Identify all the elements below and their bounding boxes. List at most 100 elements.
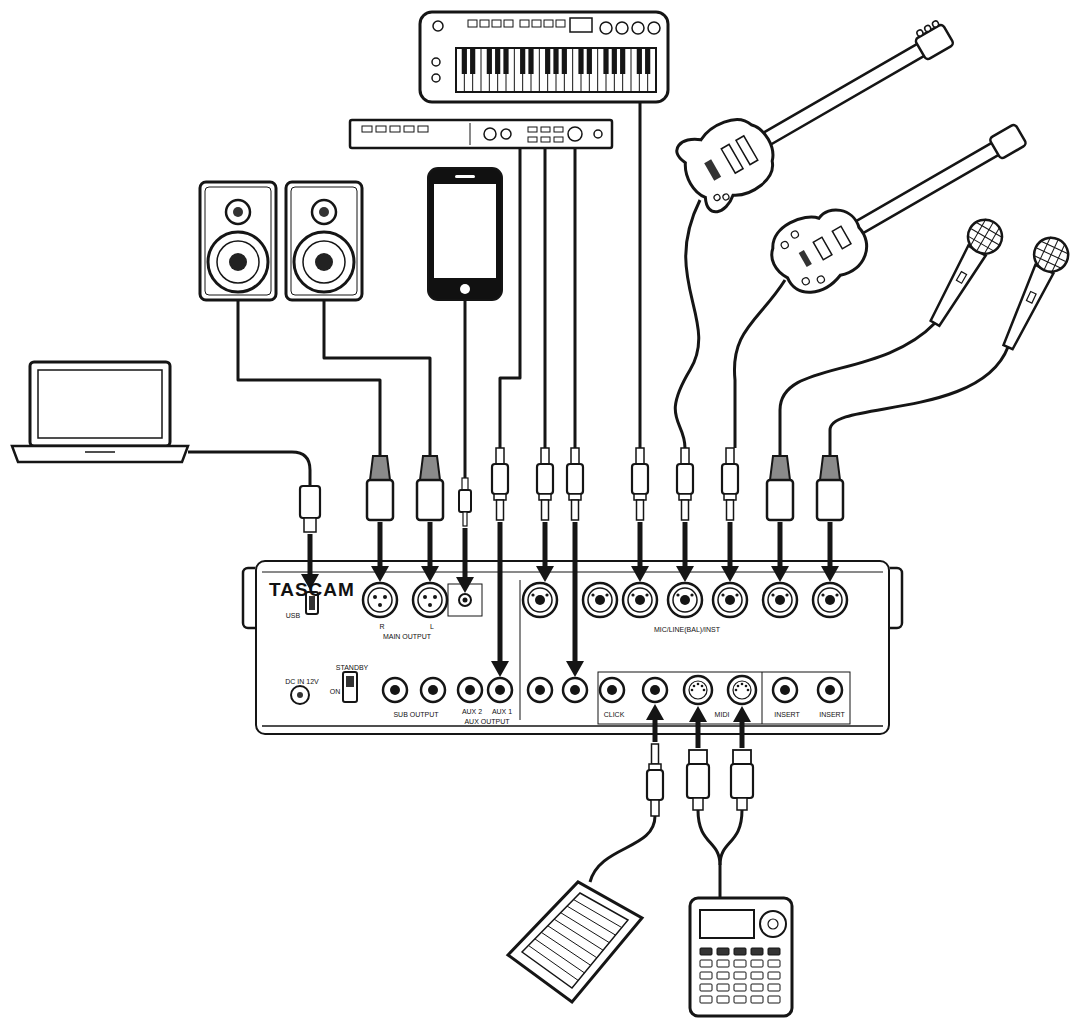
arrow-head (491, 661, 509, 677)
jack-group (598, 672, 850, 724)
arrows (301, 522, 839, 748)
midi-pin (747, 689, 750, 692)
black-key (520, 48, 525, 74)
mic-grille (967, 236, 995, 252)
rack-knob (568, 127, 582, 141)
keyboard-button (492, 20, 501, 27)
xlr-pin (378, 603, 382, 607)
arrow-head (536, 566, 554, 582)
phone-jack-hole (825, 685, 835, 695)
jack-plug-sleeve (727, 500, 734, 520)
black-key (603, 48, 608, 74)
combo-jack-hole (775, 595, 785, 605)
phone-jack (643, 678, 667, 702)
xlr-jack-inner (418, 588, 442, 612)
drum-pad (768, 960, 780, 967)
combo-jack-hole (535, 595, 545, 605)
foot-pedal (508, 882, 642, 1002)
phone-jack-hole (428, 685, 438, 695)
midi-pin (703, 689, 706, 692)
black-key (553, 48, 558, 74)
keyboard-wheel (432, 74, 440, 82)
arrow-head (689, 706, 707, 722)
control-knob (713, 193, 721, 201)
tuning-peg (916, 29, 924, 37)
mic-head (1029, 232, 1074, 277)
drum-pad (700, 948, 712, 955)
power-switch (343, 672, 357, 702)
arrow-head (646, 704, 664, 720)
xlr-plug-boot (820, 456, 840, 480)
xlr-pin (383, 595, 387, 599)
rack-button (362, 126, 372, 132)
white-key (514, 48, 515, 92)
speaker-face (291, 187, 357, 295)
keyboard-wheel (432, 58, 440, 66)
jack-plug (632, 464, 648, 494)
black-key (462, 48, 467, 74)
mini-jack-hole (463, 598, 468, 603)
phone-jack (421, 678, 445, 702)
midi-jack-inner (733, 681, 751, 699)
mic-grille (1037, 248, 1066, 262)
rack-button (390, 126, 400, 132)
xlr-pin (645, 593, 648, 596)
rack-button (418, 126, 428, 132)
drum-pad (768, 948, 780, 955)
jack-plug-sleeve (572, 500, 579, 520)
xlr-plug (767, 480, 793, 520)
phone-jack (488, 678, 512, 702)
control-knob (790, 230, 800, 240)
white-key (572, 48, 573, 92)
combo-jack (623, 583, 657, 617)
cable (188, 452, 310, 486)
xlr-pin (433, 595, 437, 599)
rack-button (554, 127, 563, 132)
cable (544, 148, 547, 448)
cable (464, 300, 467, 478)
arrow-head (733, 706, 751, 722)
keyboard-button (556, 20, 565, 27)
drum-pad (717, 996, 729, 1003)
combo-jack (763, 583, 797, 617)
din-plug-shell (689, 750, 707, 764)
power-rocker (346, 676, 354, 687)
port-label: AUX 2 (462, 708, 482, 715)
drum-pad (751, 948, 763, 955)
jack-plug (722, 464, 738, 494)
din-plug-relief (737, 798, 747, 810)
jack-plug (492, 464, 508, 494)
power-jack-pin (297, 692, 303, 698)
tweeter-dome (319, 207, 329, 217)
control-knob (722, 193, 730, 201)
control-knob (801, 277, 811, 287)
laptop-screen (30, 362, 170, 446)
black-key (645, 48, 650, 74)
usb-plug-tip (304, 518, 316, 532)
connection-arrow (498, 522, 503, 663)
phone-jack-hole (570, 685, 580, 695)
xlr-jack-inner (368, 588, 392, 612)
xlr-pin (373, 595, 377, 599)
din-plug-shell (733, 750, 751, 764)
cable (830, 347, 1008, 456)
combo-jack-inner (528, 588, 552, 612)
port-label: AUX OUTPUT (464, 718, 509, 725)
drum-pad (700, 972, 712, 979)
arrow-head (631, 566, 649, 582)
drum-pad (717, 984, 729, 991)
keyboard-knob (616, 22, 628, 34)
cable (238, 300, 380, 456)
cable (719, 865, 722, 898)
black-key (470, 48, 475, 74)
arrow-head (721, 566, 739, 582)
midi-jack-inner (689, 681, 707, 699)
phone-jack-hole (465, 685, 475, 695)
microphone (920, 213, 1008, 331)
drum-pad (768, 972, 780, 979)
drum-pad (700, 960, 712, 967)
port-label: INSERT (774, 711, 800, 718)
cable (734, 280, 785, 448)
guitar-body (760, 194, 877, 305)
mic-head (962, 213, 1008, 259)
